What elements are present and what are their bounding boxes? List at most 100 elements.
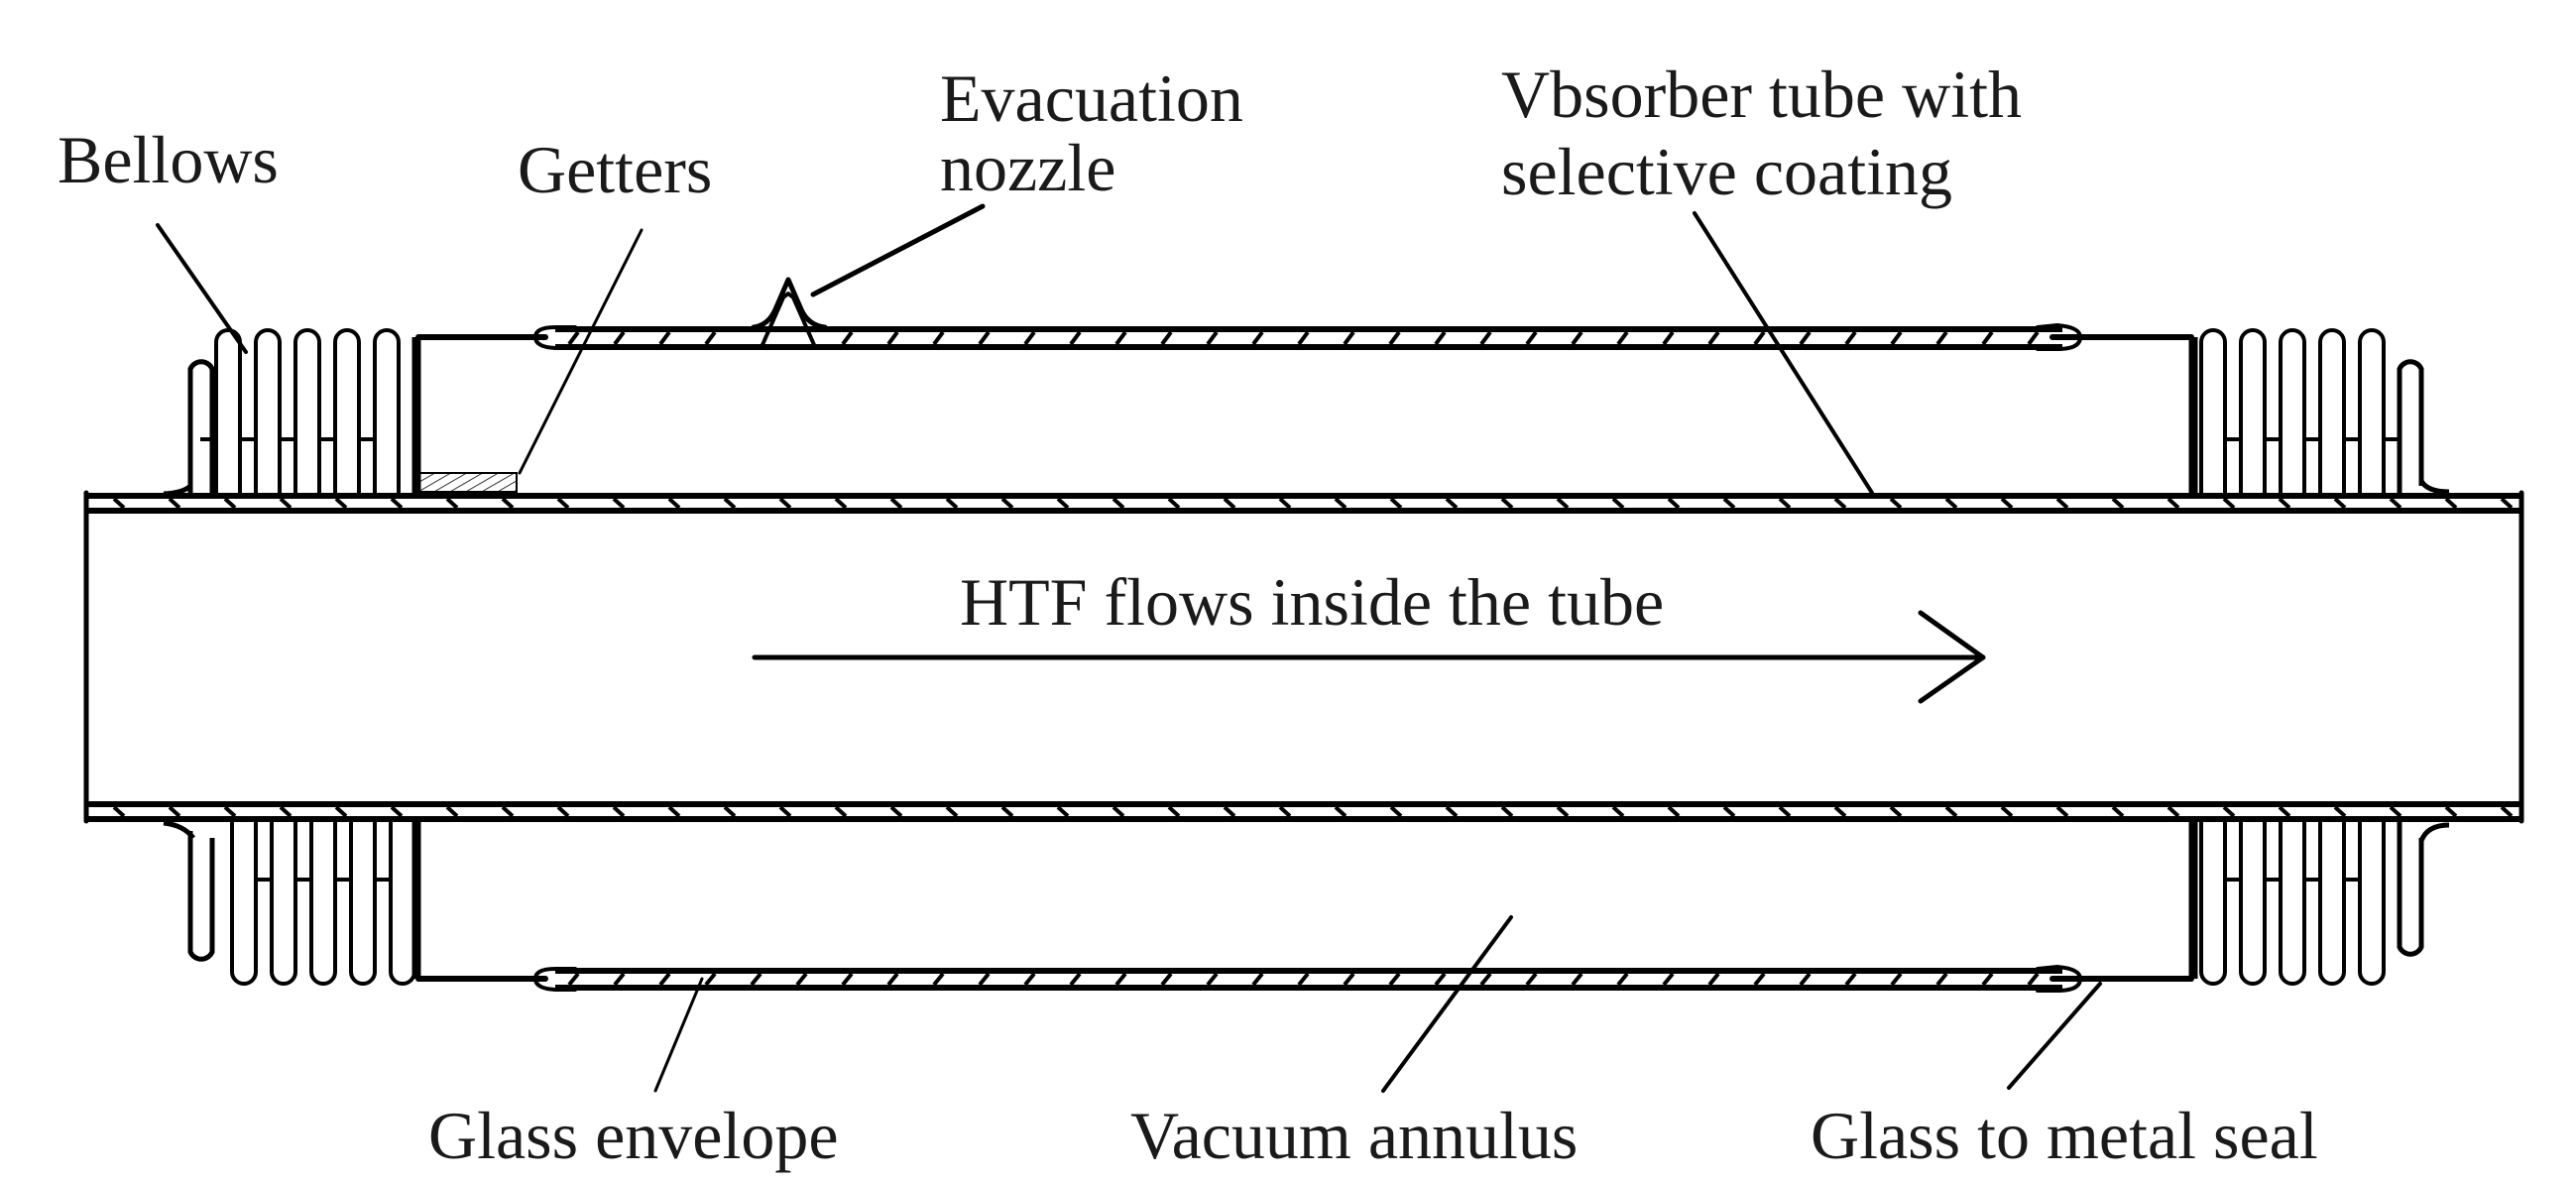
hatch-tick (1556, 805, 1570, 818)
label-evacuation-nozzle-line2: nozzle (940, 130, 1115, 205)
hatch-tick (834, 497, 848, 510)
bellows-fold (2279, 328, 2306, 493)
leader-glass-envelope (653, 977, 704, 1093)
bellows-left-bottom (163, 820, 421, 986)
hatch-tick (1445, 497, 1459, 510)
bellows-fold (230, 821, 258, 986)
hatch-tick (1616, 972, 1629, 987)
leader-seal (2007, 982, 2102, 1090)
hatch-tick (1935, 330, 1948, 346)
hatch-tick (334, 805, 348, 818)
hatch-tick (612, 497, 626, 510)
hatch-tick (1056, 497, 1070, 510)
label-getters: Getters (518, 132, 712, 207)
hatch-tick (2027, 972, 2040, 987)
hatch-tick (168, 805, 181, 818)
hatch-tick (501, 805, 515, 818)
hatch-tick (658, 330, 671, 346)
hatch-tick (168, 497, 181, 510)
getters (417, 472, 518, 493)
leader-bellows (156, 223, 248, 354)
hatch-tick (1251, 972, 1264, 987)
bellows-flange (187, 831, 215, 962)
hatch-tick (2000, 497, 2014, 510)
hatch-tick (1500, 497, 1514, 510)
bellows-right-top (2188, 328, 2450, 495)
hatch-tick (1223, 805, 1236, 818)
hatch-tick (1388, 330, 1401, 346)
hatch-tick (778, 497, 792, 510)
hatch-tick (1890, 972, 1903, 987)
hatch-tick (567, 972, 580, 987)
bellows-fold (2358, 328, 2386, 493)
hatch-tick (2389, 497, 2402, 510)
bellows-flange-foot (163, 484, 192, 497)
glass-to-metal-seals (415, 323, 2194, 993)
hatch-tick (1500, 805, 1514, 818)
hatch-tick (1889, 497, 1903, 510)
hatch-tick (1799, 972, 1812, 987)
bellows-fold (2199, 328, 2227, 493)
hatch-tick (1616, 330, 1629, 346)
hatch-tick (932, 330, 945, 346)
hatch-tick (2111, 497, 2125, 510)
hatch-tick (1981, 972, 1994, 987)
hatch-tick (612, 805, 626, 818)
hatch-tick (723, 805, 737, 818)
hatch-tick (1223, 497, 1236, 510)
hatch-tick (1167, 805, 1181, 818)
hatch-tick (1611, 497, 1625, 510)
hatch-tick (2111, 805, 2125, 818)
bellows-fold (2239, 821, 2267, 986)
hatch-tick (1571, 330, 1583, 346)
absorber-tube-bottom-wall (86, 801, 2521, 822)
hatch-tick (556, 805, 570, 818)
bellows-flange (2397, 821, 2424, 957)
hatch-tick (2222, 805, 2236, 818)
bellows-fold (293, 328, 321, 493)
hatch-tick (1434, 972, 1447, 987)
hatch-tick (1981, 330, 1994, 346)
hatch-tick (2500, 497, 2514, 510)
hatch-tick (2278, 805, 2291, 818)
hatch-tick (1556, 497, 1570, 510)
hatch-tick (1611, 805, 1625, 818)
hatch-tick (613, 330, 626, 346)
bellows-flange-foot (2418, 822, 2450, 843)
hatch-tick (886, 972, 899, 987)
hatch-tick (841, 330, 854, 346)
label-glass-to-metal-seal: Glass to metal seal (1811, 1098, 2318, 1173)
hatch-tick (1334, 497, 1347, 510)
seal-top-right (2036, 323, 2194, 351)
label-absorber-line2: selective coating (1501, 134, 1952, 209)
hatch-tick (112, 497, 126, 510)
seal-bottom-left (415, 967, 577, 992)
hatch-tick (1525, 330, 1538, 346)
hatch-tick (1206, 972, 1219, 987)
hatch-tick (445, 805, 459, 818)
hatch-tick (978, 972, 991, 987)
leader-absorber (1693, 211, 1874, 495)
hatch-tick (1799, 330, 1812, 346)
label-absorber-line1: Vbsorber tube with (1501, 57, 2022, 132)
hatch-tick (886, 330, 899, 346)
hatch-tick (1525, 972, 1538, 987)
hatch-tick (932, 972, 945, 987)
hatch-tick (2166, 497, 2180, 510)
absorber-tube (83, 490, 2524, 824)
bellows-fold (2239, 328, 2267, 493)
hatch-tick (1343, 330, 1355, 346)
hatch-tick (1479, 330, 1492, 346)
hatch-tick (2333, 805, 2347, 818)
glass-envelope (555, 326, 2062, 991)
hatch-tick (1889, 805, 1903, 818)
hatch-tick (2222, 497, 2236, 510)
hatch-tick (1278, 805, 1292, 818)
hatch-tick (279, 497, 293, 510)
evacuation-nozzle (751, 277, 828, 349)
hatch-tick (1023, 330, 1036, 346)
hatch-tick (1662, 330, 1675, 346)
hatch-tick (723, 497, 737, 510)
hatch-tick (2278, 497, 2291, 510)
hatch-tick (1662, 972, 1675, 987)
